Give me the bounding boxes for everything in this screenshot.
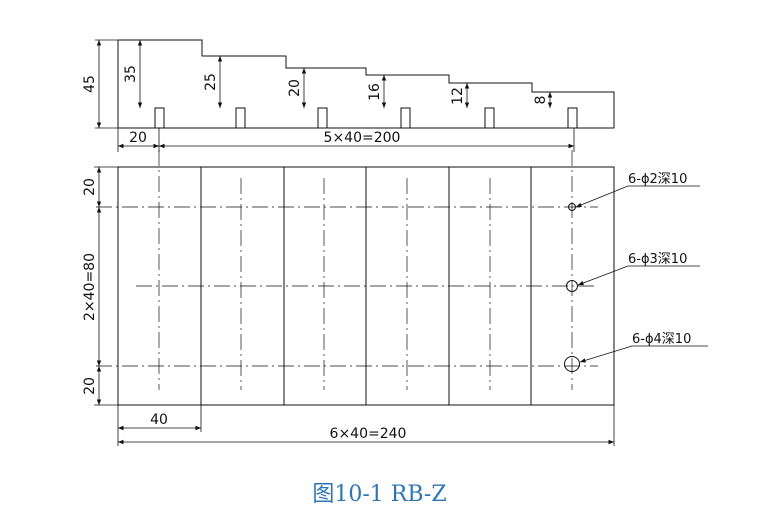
side-hole [317, 107, 328, 129]
dim-overall-height: 45 [82, 75, 98, 93]
dim-left-offset: 20 [82, 178, 98, 196]
side-hole [154, 107, 165, 129]
hole-leaders [575, 185, 708, 363]
dim-step-height: 25 [203, 73, 219, 91]
side-hole [235, 107, 246, 129]
side-hole [567, 107, 578, 129]
dim-block-width: 40 [150, 412, 168, 428]
dim-step-height: 35 [123, 65, 139, 83]
top-dimensions [117, 128, 575, 152]
dim-bottom-offset: 20 [82, 377, 98, 395]
side-profile-outline [117, 39, 615, 129]
holes [564, 203, 580, 372]
hole-note: 6-ϕ3深10 [628, 252, 687, 267]
dim-vertical-spacing: 2×40=80 [82, 253, 98, 321]
hole-d4 [564, 356, 580, 372]
side-dimensions [95, 39, 553, 129]
hole-d2 [568, 203, 576, 211]
dim-step-height: 8 [533, 96, 549, 105]
dim-overall-width: 6×40=240 [330, 426, 407, 442]
side-hole [400, 107, 411, 129]
bottom-dimensions [117, 405, 615, 446]
figure-caption: 图10-1 RB-Z [312, 482, 447, 507]
side-hole [484, 107, 495, 129]
dim-step-height: 20 [287, 79, 303, 97]
side-view [117, 39, 615, 129]
hole-note: 6-ϕ4深10 [632, 332, 691, 347]
dim-hole-spacing-top: 5×40=200 [324, 130, 401, 146]
dim-left-offset-top: 20 [129, 130, 147, 146]
dim-step-height: 16 [367, 83, 383, 101]
left-dimensions [94, 166, 118, 406]
dim-step-height: 12 [450, 87, 466, 105]
hole-note: 6-ϕ2深10 [628, 172, 687, 187]
hole-d3 [566, 280, 578, 292]
center-lines [96, 150, 598, 390]
